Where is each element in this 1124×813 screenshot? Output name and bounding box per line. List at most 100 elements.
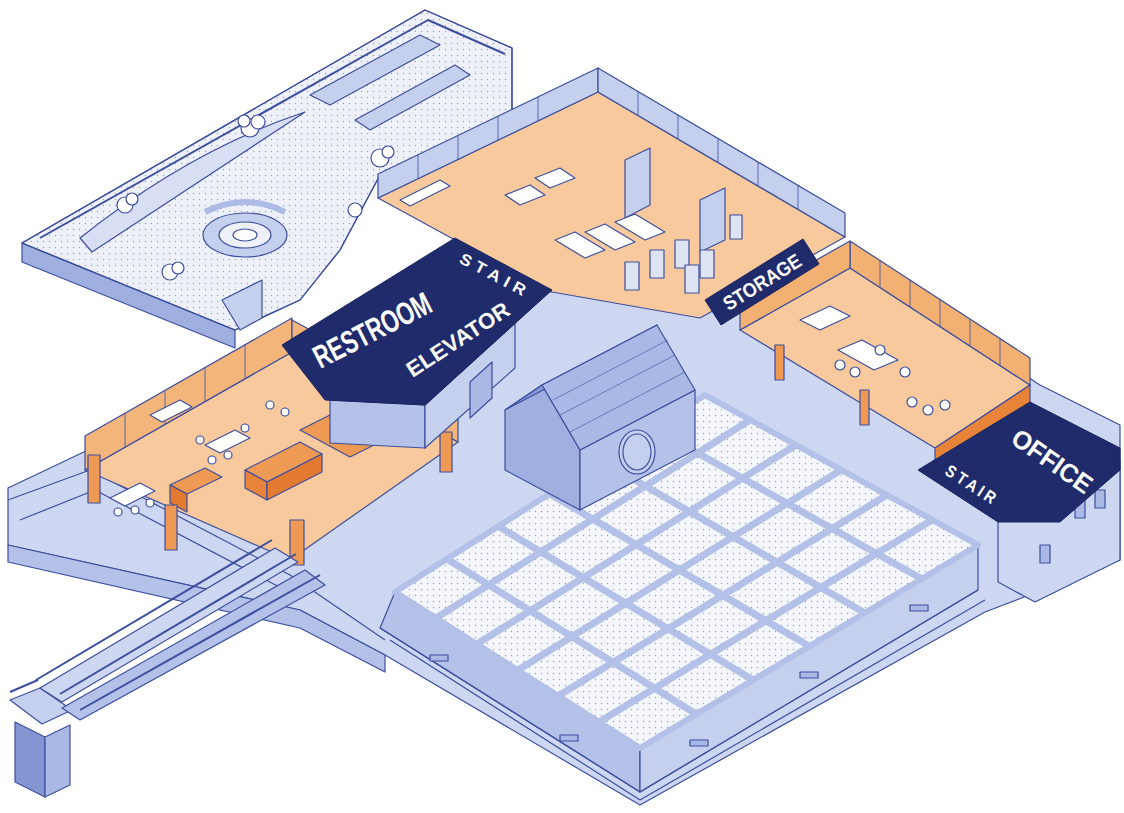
label-block: RESTROOMSTAIRELEVATOR [280, 234, 556, 410]
roof-garden [222, 280, 262, 330]
gym-room [498, 116, 499, 140]
storage-room [775, 345, 784, 380]
roof-garden [355, 65, 470, 130]
elevator-core [470, 362, 492, 418]
cafe-room [165, 505, 177, 550]
plaza [800, 672, 818, 678]
gym-room [625, 148, 650, 218]
gym-room [615, 214, 665, 240]
cafe-room [266, 401, 274, 409]
cafe-room [440, 432, 452, 472]
roof-garden [126, 193, 138, 205]
storage-room [900, 367, 910, 377]
access-ramp [40, 548, 298, 702]
plaza [550, 494, 809, 646]
gym-room [685, 265, 699, 293]
gym-room [758, 162, 759, 186]
label-block: OFFICESTAIR [915, 398, 1122, 524]
roof-garden [233, 229, 257, 241]
access-ramp [15, 722, 45, 797]
pavilion [542, 325, 695, 450]
cafe-room [208, 456, 216, 464]
access-ramp [10, 680, 38, 692]
gym-room [718, 138, 719, 162]
plaza [690, 740, 708, 746]
storage-room [880, 260, 1000, 365]
pavilion [553, 340, 685, 432]
access-ramp [36, 540, 272, 680]
storage-room [838, 340, 898, 370]
pavilion [505, 325, 695, 510]
roof-garden [251, 115, 265, 129]
plaza [560, 735, 578, 741]
gym-room [798, 185, 799, 209]
block-outline [705, 239, 819, 325]
pavilion [619, 430, 655, 474]
block-outline [918, 402, 1120, 522]
base-plinth [8, 262, 1120, 805]
cafe-room [110, 400, 289, 516]
gym-room [538, 97, 539, 121]
cafe-room [88, 455, 100, 503]
access-ramp [80, 575, 320, 710]
gym-room [400, 180, 450, 206]
plaza [390, 600, 985, 800]
storage-room [850, 367, 860, 377]
roof-garden [238, 115, 250, 127]
cafe-room [150, 400, 192, 422]
plaza [910, 605, 928, 611]
storage-room [940, 299, 941, 326]
storage-room [1000, 338, 1001, 365]
cafe-room [114, 508, 122, 516]
cafe-room [205, 367, 206, 401]
plaza [447, 559, 696, 714]
roof-garden [172, 262, 184, 274]
gym-room [418, 91, 798, 209]
storage-room [970, 319, 971, 346]
gym-room [678, 115, 679, 139]
cafe-room [146, 499, 154, 507]
access-ramp [60, 554, 296, 694]
elevator-core [330, 400, 425, 448]
cafe-room [131, 506, 139, 514]
plaza [602, 461, 865, 613]
block-outline [915, 398, 1122, 524]
gym-room [458, 136, 459, 160]
cafe-room [110, 483, 155, 506]
office-building [1040, 545, 1050, 563]
access-ramp [10, 540, 325, 797]
gym-room [730, 215, 742, 239]
storage-room [875, 345, 885, 355]
gym-room [505, 168, 665, 258]
plaza [430, 605, 928, 746]
cafe-room [205, 430, 250, 453]
storage-room [923, 405, 933, 415]
label-block: STORAGE [700, 234, 824, 329]
gym-room [638, 91, 639, 115]
storage-room [880, 260, 881, 287]
plaza [498, 526, 753, 680]
storage-room [835, 360, 845, 370]
office-building [1095, 490, 1105, 508]
pavilion [553, 340, 668, 400]
plaza [430, 655, 448, 661]
storage-room [910, 280, 911, 307]
cafe-room [281, 408, 289, 416]
cafe-room [85, 318, 292, 470]
pavilion [623, 434, 651, 470]
pavilion [570, 372, 685, 432]
axonometric-drawing [8, 10, 1120, 805]
gym-room [675, 240, 689, 268]
cafe-room [245, 344, 246, 378]
room-label: STORAGE [719, 249, 806, 315]
storage-room [907, 397, 917, 407]
gym-room [650, 250, 664, 278]
roof-garden [382, 146, 394, 158]
gym-room [700, 188, 725, 252]
cafe-room [125, 413, 126, 447]
cafe-room [196, 436, 204, 444]
storage-room [940, 400, 950, 410]
